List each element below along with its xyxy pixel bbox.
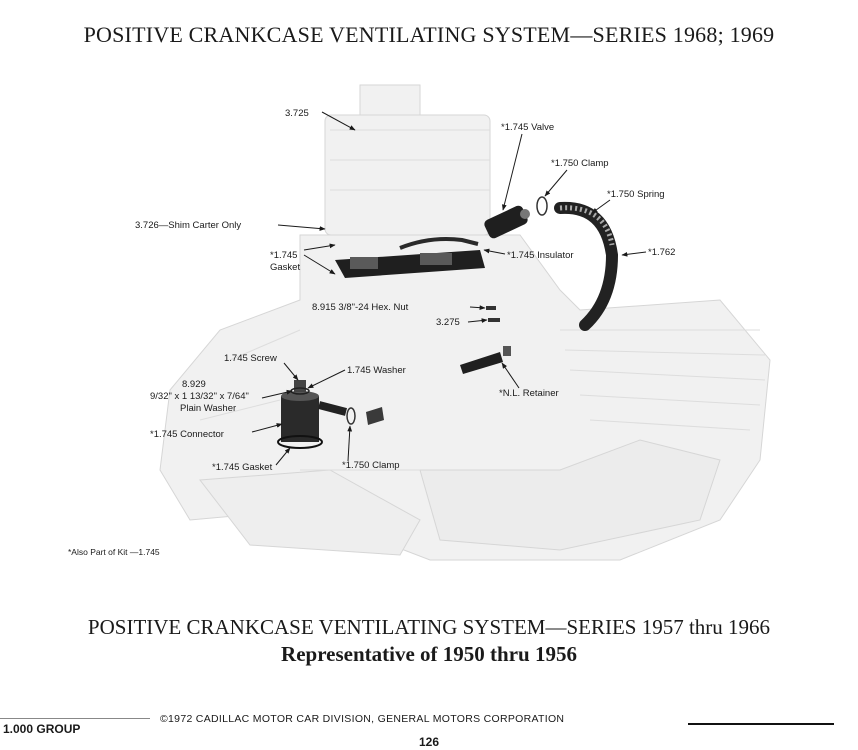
- small-fitting: [366, 407, 384, 425]
- title-bottom-main: POSITIVE CRANKCASE VENTILATING SYSTEM—SE…: [87, 615, 771, 639]
- label-valve: *1.745 Valve: [501, 122, 554, 133]
- page-title-bottom: POSITIVE CRANKCASE VENTILATING SYSTEM—SE…: [0, 614, 858, 668]
- label-clamp-bottom: *1.750 Clamp: [342, 460, 400, 471]
- label-plain-washer-2: 9/32" x 1 13/32" x 7/64": [150, 391, 249, 402]
- retainer: [460, 346, 511, 374]
- label-gasket-bottom: *1.745 Gasket: [212, 462, 273, 473]
- gasket-plate: [335, 250, 485, 278]
- label-hose: *1.762: [648, 247, 675, 258]
- footer-rule-left: [0, 718, 150, 719]
- label-insulator: *1.745 Insulator: [507, 250, 574, 261]
- pcv-valve: [484, 205, 530, 239]
- hose-1762: [554, 201, 619, 331]
- page-number: 126: [418, 735, 440, 749]
- label-gasket-top-2: Gasket: [270, 262, 300, 273]
- engine-ghost-lines: [199, 129, 766, 471]
- label-hex-nut: 8.915 3/8"-24 Hex. Nut: [312, 302, 409, 313]
- footer-copyright: ©1972 CADILLAC MOTOR CAR DIVISION, GENER…: [160, 713, 565, 725]
- label-plain-washer-1: 8.929: [182, 379, 206, 390]
- engine-ghost: [159, 84, 771, 561]
- page-title-top: POSITIVE CRANKCASE VENTILATING SYSTEM—SE…: [83, 22, 775, 47]
- label-bolt: 3.275: [436, 317, 460, 328]
- clamp-bottom: [346, 407, 356, 425]
- label-clamp-top: *1.750 Clamp: [551, 158, 609, 169]
- label-shim: 3.726—Shim Carter Only: [135, 220, 241, 231]
- clamp-top: [536, 196, 548, 216]
- label-gasket-top-1: *1.745: [270, 250, 297, 261]
- label-kit-note: *Also Part of Kit —1.745: [68, 547, 160, 557]
- label-plain-washer-3: Plain Washer: [180, 403, 236, 414]
- leader-lines: [251, 111, 647, 466]
- label-washer: 1.745 Washer: [347, 365, 406, 376]
- pcv-exploded-diagram: 3.725 *1.745 Valve *1.750 Clamp *1.750 S…: [68, 84, 771, 561]
- label-retainer: *N.L. Retainer: [499, 388, 559, 399]
- footer-group: 1.000 GROUP: [3, 722, 81, 736]
- spring-coil: [559, 205, 615, 246]
- label-screw: 1.745 Screw: [224, 353, 277, 364]
- footer-rule-right: [688, 723, 834, 725]
- label-air-cleaner: 3.725: [285, 108, 309, 119]
- insulator-tube: [399, 237, 479, 250]
- label-spring: *1.750 Spring: [607, 189, 665, 200]
- title-bottom-subtitle: Representative of 1950 thru 1956: [281, 642, 577, 666]
- nut-and-bolt: [486, 306, 500, 322]
- label-connector: *1.745 Connector: [150, 429, 224, 440]
